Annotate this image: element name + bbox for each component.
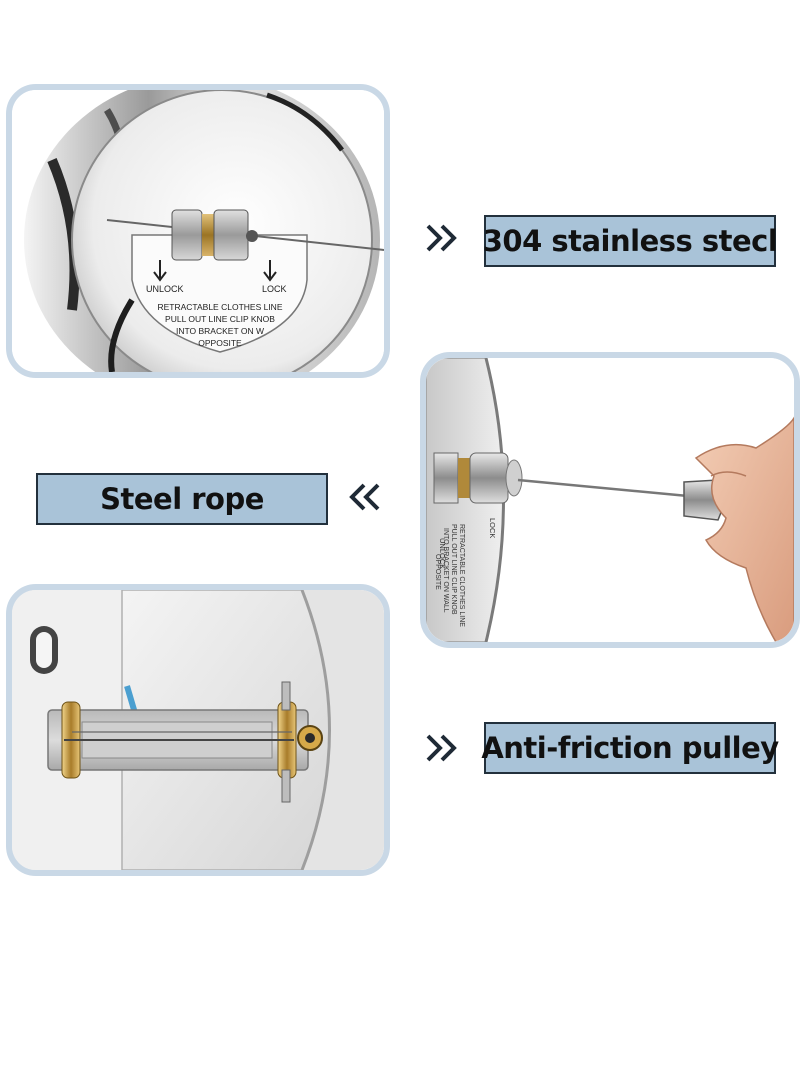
hand-pulling-rope-illustration: UNLOCK LOCK RETRACTABLE CLOTHES LINE PUL… <box>426 358 794 642</box>
unlock-label: UNLOCK <box>146 284 184 294</box>
instruction-line-3: INTO BRACKET ON WALL <box>442 528 449 613</box>
double-chevron-right-icon <box>422 728 462 768</box>
feature-label-anti-friction-pulley: Anti-friction pulley <box>481 722 779 774</box>
wall-reel-front-illustration: UNLOCK LOCK RETRACTABLE CLOTHES LINE PUL… <box>12 90 384 372</box>
feature-label-stainless-steel: 304 stainless stecl <box>483 215 778 267</box>
instruction-line-3: INTO BRACKET ON W <box>176 326 264 336</box>
double-chevron-right-icon <box>422 218 462 258</box>
hand-pulling-rope-photo: UNLOCK LOCK RETRACTABLE CLOTHES LINE PUL… <box>420 352 800 648</box>
feature-label-steel-rope: Steel rope <box>36 473 328 525</box>
instruction-line-1: RETRACTABLE CLOTHES LINE <box>458 524 465 627</box>
instruction-line-1: RETRACTABLE CLOTHES LINE <box>157 302 282 312</box>
pulley-mechanism-illustration <box>12 590 384 870</box>
unlock-label: UNLOCK <box>438 538 447 569</box>
instruction-line-2: PULL OUT LINE CLIP KNOB <box>450 524 457 615</box>
double-chevron-left-icon <box>344 477 384 517</box>
instruction-line-4: OPPOSITE <box>198 338 242 348</box>
instruction-line-2: PULL OUT LINE CLIP KNOB <box>165 314 275 324</box>
lock-label: LOCK <box>262 284 287 294</box>
wall-reel-front-photo: UNLOCK LOCK RETRACTABLE CLOTHES LINE PUL… <box>6 84 390 378</box>
pulley-mechanism-photo <box>6 584 390 876</box>
lock-label: LOCK <box>488 518 497 538</box>
instruction-line-4: OPPOSITE <box>434 554 441 590</box>
